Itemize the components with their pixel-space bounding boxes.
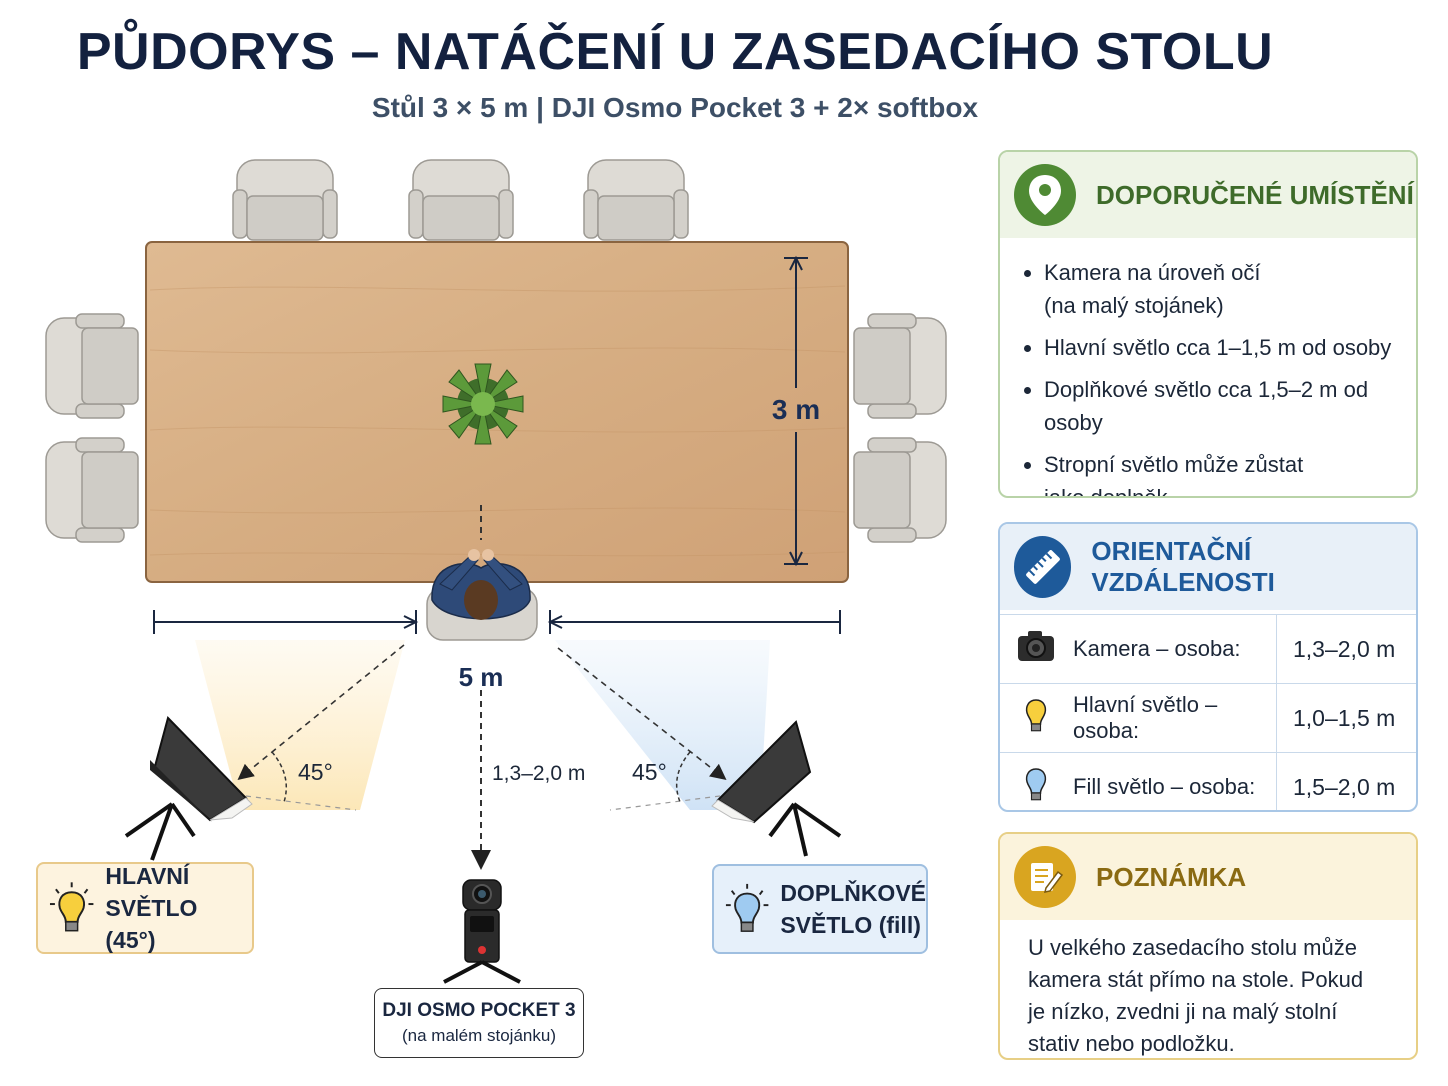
table-row: Kamera – osoba: 1,3–2,0 m xyxy=(1000,614,1416,684)
location-pin-icon xyxy=(1014,164,1076,226)
yellow-bulb-icon xyxy=(49,882,94,932)
chair-right-2 xyxy=(853,437,947,543)
list-item: Kamera na úroveň očí(na malý stojánek) xyxy=(1044,256,1416,322)
dimension-width xyxy=(784,255,808,567)
dji-osmo-pocket-camera xyxy=(443,879,521,984)
main-light-direction-arrow xyxy=(237,644,405,781)
dimension-length xyxy=(153,610,841,634)
angle-left-label: 45° xyxy=(298,759,333,785)
camera-distance-label: 1,3–2,0 m xyxy=(492,762,585,785)
camera-label-sub: (na malém stojánku) xyxy=(401,1026,556,1045)
distance-value: 1,0–1,5 m xyxy=(1276,683,1416,753)
main-light-label: HLAVNÍ SVĚTLO (45°) xyxy=(36,862,254,954)
list-item: Hlavní světlo cca 1–1,5 m od osoby xyxy=(1044,331,1416,364)
blue-bulb-icon xyxy=(1025,768,1047,801)
distance-label: Fill světlo – osoba: xyxy=(1072,752,1277,810)
page-title: PŮDORYS – NATÁČENÍ U ZASEDACÍHO STOLU xyxy=(76,23,1274,81)
chair-top-2 xyxy=(408,159,514,241)
angle-right-label: 45° xyxy=(632,759,667,785)
seated-person xyxy=(426,549,538,641)
ruler-icon xyxy=(1014,536,1072,598)
main-light-label-line1: HLAVNÍ xyxy=(105,863,190,889)
table-width-label: 3 m xyxy=(772,394,820,425)
chair-top-1 xyxy=(232,159,338,241)
floor-plan: 3 m 5 m 1,3–2,0 m 45° 45° xyxy=(45,159,947,984)
fill-light-label-line2: SVĚTLO (fill) xyxy=(780,912,921,938)
distance-value: 1,5–2,0 m xyxy=(1276,752,1416,810)
main-softbox xyxy=(124,716,253,861)
note-panel-title: POZNÁMKA xyxy=(1096,861,1247,892)
fill-light-direction-arrow xyxy=(557,647,727,780)
fill-softbox xyxy=(711,720,842,857)
fill-light-label-line1: DOPLŇKOVÉ xyxy=(780,880,926,906)
list-item: Doplňkové světlo cca 1,5–2 m od osoby xyxy=(1044,373,1416,439)
note-panel: POZNÁMKA U velkého zasedacího stolu může… xyxy=(998,832,1418,1060)
placement-panel-title: DOPORUČENÉ UMÍSTĚNÍ xyxy=(1096,179,1414,210)
chair-left-1 xyxy=(45,313,139,419)
placement-panel: DOPORUČENÉ UMÍSTĚNÍ Kamera na úroveň očí… xyxy=(998,150,1418,498)
table-row: Hlavní světlo – osoba: 1,0–1,5 m xyxy=(1000,683,1416,753)
distance-label: Kamera – osoba: xyxy=(1072,614,1277,684)
camera-icon xyxy=(1018,631,1054,661)
yellow-bulb-icon xyxy=(1025,699,1047,732)
main-light-label-line2: SVĚTLO (45°) xyxy=(105,895,198,953)
chair-top-3 xyxy=(583,159,689,241)
chair-left-2 xyxy=(45,437,139,543)
blue-bulb-icon xyxy=(725,883,769,932)
distance-label: Hlavní světlo – osoba: xyxy=(1072,683,1277,753)
placement-list: Kamera na úroveň očí(na malý stojánek) H… xyxy=(1000,256,1416,496)
chair-right-1 xyxy=(853,313,947,419)
distance-value: 1,3–2,0 m xyxy=(1276,614,1416,684)
fill-light-label: DOPLŇKOVÉ SVĚTLO (fill) xyxy=(712,864,928,954)
camera-label: DJI OSMO POCKET 3 (na malém stojánku) xyxy=(374,988,584,1058)
note-text: U velkého zasedacího stolu může kamera s… xyxy=(1028,935,1364,1056)
plant-centerpiece xyxy=(442,363,524,445)
camera-label-name: DJI OSMO POCKET 3 xyxy=(382,1000,576,1021)
page-subtitle: Stůl 3 × 5 m | DJI Osmo Pocket 3 + 2× so… xyxy=(371,92,979,123)
note-pencil-icon xyxy=(1014,846,1076,908)
table-row: Fill světlo – osoba: 1,5–2,0 m xyxy=(1000,752,1416,810)
distances-table: Kamera – osoba: 1,3–2,0 m Hlavní světlo … xyxy=(1000,614,1416,810)
distances-panel-title: ORIENTAČNÍ VZDÁLENOSTI xyxy=(1091,536,1275,597)
table-length-label: 5 m xyxy=(459,662,504,692)
distances-panel: ORIENTAČNÍ VZDÁLENOSTI Kamera – osoba: 1… xyxy=(998,522,1418,812)
